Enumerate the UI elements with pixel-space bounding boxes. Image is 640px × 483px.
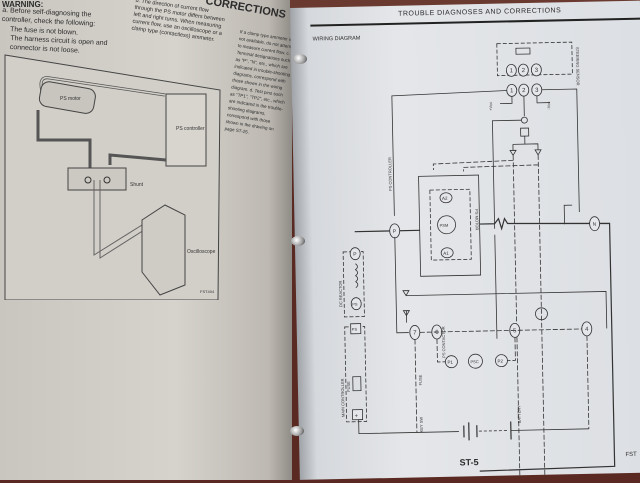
ps-contactor-label: PS CONTACTOR xyxy=(441,326,447,358)
controller-terminal-p: P xyxy=(393,229,397,235)
sensor-pin-3: 3 xyxy=(535,68,539,74)
shunt-label: Shunt xyxy=(130,182,144,188)
vcc-minus-label: -Vcc xyxy=(546,102,551,110)
vcc-plus-label: +Vcc xyxy=(488,102,493,111)
oscilloscope-label: Oscilloscope xyxy=(187,249,216,255)
warning-heading: WARNING: xyxy=(2,0,44,9)
ps-motor-label: PS motor xyxy=(60,96,81,102)
battery-label: BATTERY xyxy=(516,405,521,424)
contactor-p2: P2 xyxy=(497,359,503,364)
connector-pin-3: 3 xyxy=(535,88,539,94)
binder-ring-bottom xyxy=(290,426,304,436)
terminal-5: 5 xyxy=(513,328,517,334)
right-page: TROUBLE DIAGNOSES AND CORRECTIONS WIRING… xyxy=(290,0,640,480)
page-header: TROUBLE DIAGNOSES AND CORRECTIONS xyxy=(398,7,562,18)
main-controller-label: MAIN CONTROLLER xyxy=(340,378,346,417)
ps-motor-label: PS MOTOR xyxy=(474,209,479,230)
left-page: WARNING: a. Before self-diagnosing the c… xyxy=(0,0,295,480)
connector-pin-1: 1 xyxy=(510,88,514,94)
main-controller-plus: + xyxy=(355,414,359,420)
dc-reactor-label: DC REACTOR xyxy=(338,280,344,307)
key-sw-label: KEY SW xyxy=(419,417,424,433)
terminal-7: 7 xyxy=(413,330,417,336)
header-rule xyxy=(310,17,640,27)
terminal-6: 6 xyxy=(435,330,439,336)
psc-label: PSC xyxy=(470,359,478,364)
ps-controller-label: PS controller xyxy=(176,126,205,132)
binder-ring-middle xyxy=(291,236,305,246)
main-controller-ps: PS xyxy=(352,327,358,332)
page-number: ST-5 xyxy=(459,457,479,468)
figure-code: FST xyxy=(625,451,637,459)
key-fuse-label: FUSE xyxy=(418,374,423,385)
wiring-diagram: 1 2 3 1 2 3 STEERING SENSOR +Vcc -Vcc A2… xyxy=(338,41,616,479)
controller-terminal-n: N xyxy=(593,222,597,228)
binder-ring-top xyxy=(293,54,307,64)
motor-terminal-a2: A2 xyxy=(442,196,448,201)
connector-pin-2: 2 xyxy=(522,88,526,94)
psm-label: PSM xyxy=(440,223,449,228)
motor-terminal-a1: A1 xyxy=(443,251,449,256)
reactor-terminal-p: P xyxy=(353,252,357,258)
figure-code: FST404 xyxy=(200,289,215,294)
steering-sensor-label: STEERING SENSOR xyxy=(575,47,581,86)
fuse-label: FUSE xyxy=(346,381,351,392)
sensor-pin-2: 2 xyxy=(522,68,526,74)
sensor-pin-1: 1 xyxy=(510,68,514,74)
terminal-4: 4 xyxy=(585,327,589,333)
ps-controller-label: PS CONTROLLER xyxy=(387,157,393,191)
shunt-measurement-figure: PS motor PS controller Shunt Oscilloscop… xyxy=(4,54,221,300)
reactor-terminal-ps: PS xyxy=(352,302,358,307)
contactor-p1: P1 xyxy=(447,360,453,365)
